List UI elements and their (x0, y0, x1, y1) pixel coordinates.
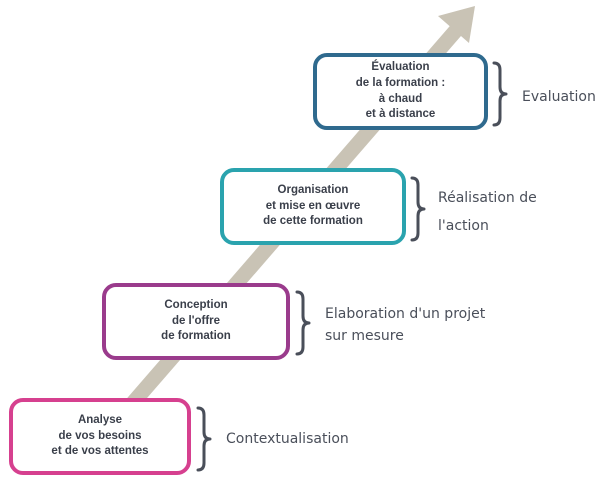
step-3-line-1: Organisation (277, 184, 349, 197)
step-box-conception: Conception de l'offre de formation (102, 283, 290, 360)
brace-icon (196, 406, 212, 472)
step-4-line-4: et à distance (365, 108, 436, 121)
arrow-head-icon (438, 6, 475, 43)
step-3-line-2: et mise en œuvre (265, 199, 361, 212)
step-4-line-1: Évaluation (371, 61, 430, 74)
step-box-organisation: Organisation et mise en œuvre de cette f… (220, 168, 406, 245)
step-3-line-3: de cette formation (263, 215, 363, 228)
step-4-line-3: à chaud (378, 92, 423, 105)
stage-label-evaluation: Evaluation (522, 86, 596, 108)
brace-icon (492, 61, 508, 127)
stage-label-elaboration: Elaboration d'un projet sur mesure (325, 304, 485, 347)
stage-4-line-1: Evaluation (522, 89, 596, 105)
step-1-line-3: et de vos attentes (51, 445, 149, 458)
step-1-line-1: Analyse (77, 414, 123, 427)
brace-icon (410, 176, 426, 242)
stage-label-contextualisation: Contextualisation (226, 428, 349, 450)
step-1-line-2: de vos besoins (58, 429, 142, 442)
stage-label-realisation: Réalisation de l'action (438, 184, 537, 240)
stage-3-line-1: Réalisation de (438, 190, 537, 206)
step-4-line-2: de la formation : (355, 76, 446, 89)
stage-2-line-1: Elaboration d'un projet (325, 306, 486, 322)
step-box-analyse: Analyse de vos besoins et de vos attente… (9, 398, 191, 475)
stage-3-line-2: l'action (438, 218, 489, 234)
step-2-line-3: de formation (161, 330, 231, 343)
step-2-line-2: de l'offre (171, 314, 221, 327)
stage-2-line-2: sur mesure (325, 327, 404, 344)
step-box-evaluation: Évaluation de la formation : à chaud et … (313, 53, 488, 130)
brace-icon (295, 290, 311, 356)
step-2-line-1: Conception (164, 299, 228, 312)
stage-1-line-1: Contextualisation (226, 431, 349, 447)
